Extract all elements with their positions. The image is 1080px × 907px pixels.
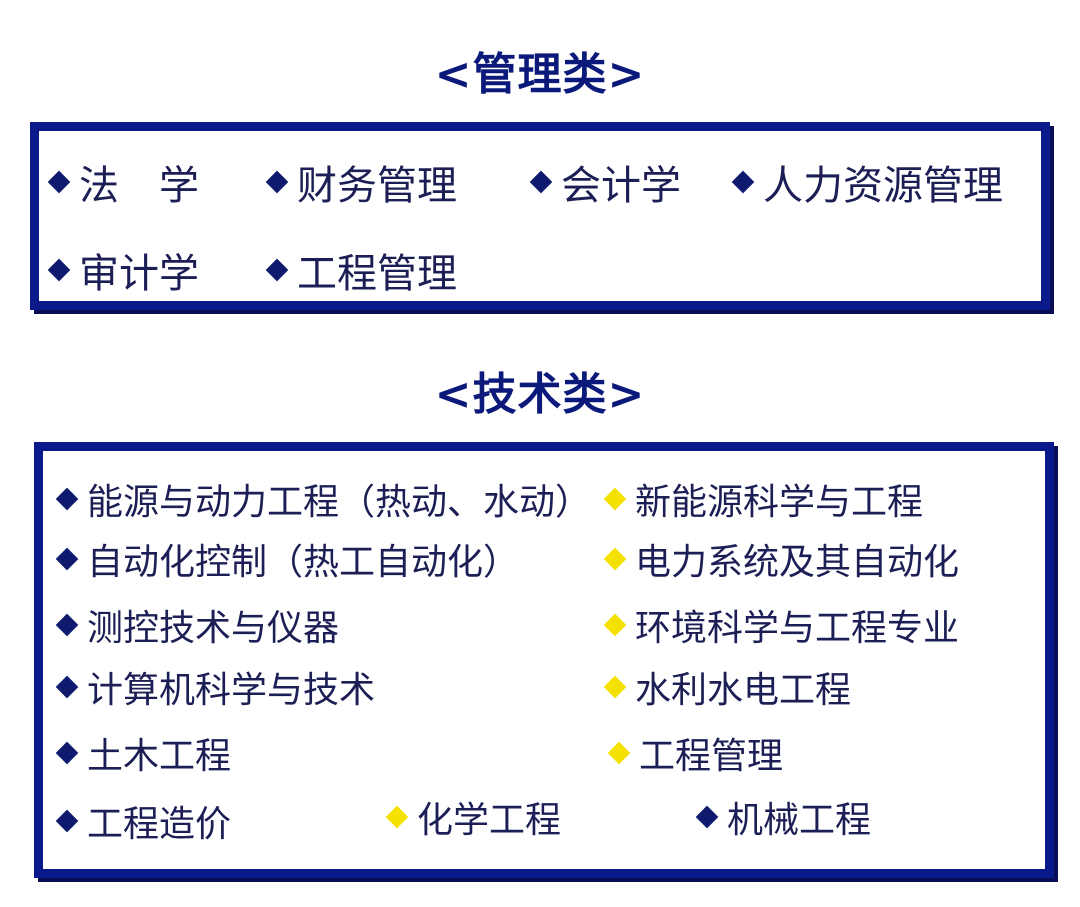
item-label: 水利水电工程	[635, 670, 852, 711]
mgmt-item-law: 法 学	[45, 153, 199, 211]
item-label: 化学工程	[417, 800, 562, 841]
item-label: 土木工程	[87, 736, 232, 777]
diamond-bullet-icon	[603, 487, 627, 511]
diamond-bullet-icon	[55, 487, 79, 511]
item-label: 人力资源管理	[763, 163, 1003, 209]
tech-item-new-energy: 新能源科学与工程	[601, 473, 923, 525]
diamond-bullet-icon	[265, 258, 289, 282]
diamond-bullet-icon	[603, 547, 627, 571]
technology-heading: <技术类>	[434, 369, 646, 420]
mgmt-item-auditing: 审计学	[45, 241, 199, 299]
mgmt-item-accounting: 会计学	[527, 153, 681, 211]
diamond-bullet-icon	[47, 170, 71, 194]
tech-item-hydropower: 水利水电工程	[601, 661, 851, 713]
item-label: 测控技术与仪器	[87, 608, 340, 649]
diamond-bullet-icon	[55, 613, 79, 637]
tech-item-energy-power: 能源与动力工程（热动、水动）	[53, 473, 591, 525]
diamond-bullet-icon	[385, 805, 409, 829]
item-label: 法 学	[79, 163, 199, 209]
item-label: 工程管理	[297, 251, 457, 297]
mgmt-item-engineering-management: 工程管理	[263, 241, 457, 299]
item-label: 审计学	[79, 251, 199, 297]
tech-item-power-systems: 电力系统及其自动化	[601, 533, 959, 585]
management-heading: <管理类>	[434, 49, 646, 100]
item-label: 机械工程	[727, 800, 872, 841]
diamond-bullet-icon	[695, 805, 719, 829]
diamond-bullet-icon	[47, 258, 71, 282]
tech-item-automation: 自动化控制（热工自动化）	[53, 533, 519, 585]
item-label: 会计学	[561, 163, 681, 209]
diamond-bullet-icon	[603, 675, 627, 699]
diamond-bullet-icon	[265, 170, 289, 194]
technology-box: 能源与动力工程（热动、水动） 新能源科学与工程 自动化控制（热工自动化） 电力系…	[34, 442, 1054, 878]
item-label: 计算机科学与技术	[87, 670, 376, 711]
diamond-bullet-icon	[731, 170, 755, 194]
tech-item-measurement-control: 测控技术与仪器	[53, 599, 339, 651]
tech-item-cost-engineering: 工程造价	[53, 795, 231, 847]
diamond-bullet-icon	[603, 613, 627, 637]
item-label: 工程造价	[87, 804, 232, 845]
mgmt-item-financial-management: 财务管理	[263, 153, 457, 211]
diamond-bullet-icon	[55, 809, 79, 833]
tech-item-environmental: 环境科学与工程专业	[601, 599, 959, 651]
management-box: 法 学 财务管理 会计学 人力资源管理 审计学 工程管理	[30, 122, 1050, 310]
diamond-bullet-icon	[55, 547, 79, 571]
diamond-bullet-icon	[529, 170, 553, 194]
tech-item-civil-engineering: 土木工程	[53, 727, 231, 779]
tech-item-computer-science: 计算机科学与技术	[53, 661, 375, 713]
tech-item-mechanical-engineering: 机械工程	[693, 791, 871, 843]
item-label: 自动化控制（热工自动化）	[87, 542, 520, 583]
tech-item-chemical-engineering: 化学工程	[383, 791, 561, 843]
item-label: 工程管理	[639, 736, 784, 777]
tech-item-engineering-management: 工程管理	[605, 727, 783, 779]
diamond-bullet-icon	[55, 675, 79, 699]
item-label: 能源与动力工程（热动、水动）	[87, 482, 592, 523]
item-label: 环境科学与工程专业	[635, 608, 960, 649]
diamond-bullet-icon	[55, 741, 79, 765]
mgmt-item-hr-management: 人力资源管理	[729, 153, 1003, 211]
item-label: 电力系统及其自动化	[635, 542, 960, 583]
diamond-bullet-icon	[607, 741, 631, 765]
item-label: 财务管理	[297, 163, 457, 209]
item-label: 新能源科学与工程	[635, 482, 924, 523]
